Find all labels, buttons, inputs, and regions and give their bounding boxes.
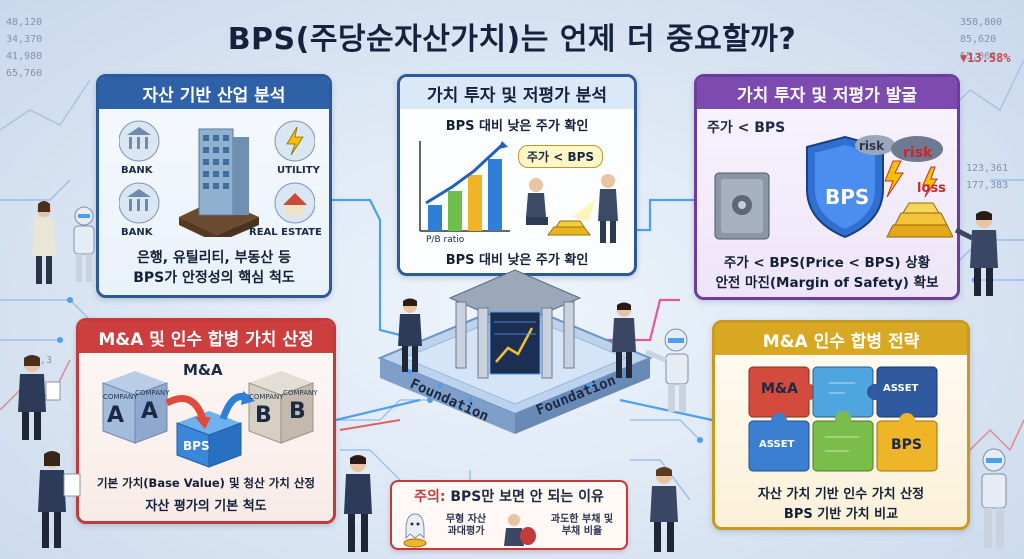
ma-illustration: [102, 371, 314, 468]
pb-ratio-chart: [419, 141, 510, 232]
label-bank-1: BANK: [121, 165, 153, 176]
card-line-1: 주가 < BPS(Price < BPS) 상황: [723, 255, 931, 271]
asset-industry-illustration: [119, 120, 315, 237]
company-a-letter-1: A: [107, 403, 125, 428]
company-tag-a1: COMPANY: [103, 393, 138, 401]
value-discovery-illustration: [714, 135, 953, 240]
puzzle-asset-1: ASSET: [883, 383, 919, 394]
card-heading: 가치 투자 및 저평가 발굴: [697, 77, 957, 109]
puzzle-illustration: [748, 366, 938, 472]
axis-label: P/B ratio: [426, 235, 465, 245]
card-line-2: BPS가 안정성의 핵심 척도: [133, 270, 295, 286]
risk-label-1: risk: [859, 139, 885, 153]
company-b-letter-2: B: [289, 399, 306, 424]
robot-right-bottom: [981, 448, 1007, 548]
card-asset-industry: 자산 기반 산업 분석: [96, 74, 332, 298]
robot-right-middle: [645, 328, 689, 412]
company-tag-a2: COMPANY: [135, 389, 170, 397]
card-heading: M&A 및 인수 합병 가치 산정: [79, 321, 333, 353]
caution-title: 주의: BPS만 보면 안 되는 이유: [392, 486, 626, 506]
ma-label: M&A: [183, 361, 223, 379]
person-bottom-left: [344, 455, 372, 552]
puzzle-ma: M&A: [761, 381, 798, 397]
ticker-right: 358,800 85,620 55,060: [960, 17, 1003, 62]
person-left-middle: [18, 355, 61, 440]
card-value-discovery: 가치 투자 및 저평가 발굴 주가 < BPS BPS risk risk lo…: [694, 74, 960, 300]
caution-box: 주의: BPS만 보면 안 되는 이유 무형 자산 과대평가 과도한 부채 및 …: [390, 480, 628, 550]
people-finding-gold: [526, 174, 618, 243]
card-heading: 가치 투자 및 저평가 분석: [400, 77, 634, 109]
person-bottom-right: [650, 467, 678, 552]
caution-text: BPS만 보면 안 되는 이유: [450, 489, 604, 505]
company-a-letter-2: A: [141, 399, 159, 424]
risk-label-2: risk: [903, 145, 933, 161]
bottom-caption: BPS 대비 낮은 주가 확인: [445, 253, 589, 268]
card-line-2: 안전 마진(Margin of Safety) 확보: [715, 275, 939, 291]
card-heading: 자산 기반 산업 분석: [99, 77, 329, 109]
puzzle-bps: BPS: [891, 437, 923, 453]
ticker-right-pct: ▼13.58%: [960, 51, 1011, 65]
ghost-coins-icon: [403, 513, 427, 548]
shield-bps: BPS: [825, 185, 870, 209]
card-line-1: 자산 가치 기반 인수 가치 산정: [757, 487, 925, 502]
label-utility: UTILITY: [277, 165, 320, 176]
caution-item-2: 과도한 부채 및 부채 비율: [550, 514, 614, 537]
debt-burden-icon: [504, 514, 536, 546]
ticker-left-low: 95,3: [28, 355, 53, 366]
person-center-left: [398, 298, 422, 372]
loss-label: loss: [917, 181, 946, 196]
card-line-1: 기본 가치(Base Value) 및 청산 가치 산정: [96, 476, 316, 490]
company-b-letter-1: B: [255, 403, 272, 428]
person-left-bottom: [38, 451, 81, 548]
people-robot-left-top: [32, 201, 95, 284]
person-right-top: [954, 211, 998, 296]
card-line-2: 자산 평가의 기본 척도: [145, 499, 267, 514]
caution-prefix: 주의:: [414, 489, 446, 505]
ticker-left: 48,120 34,370 41,980 65,760: [6, 17, 43, 79]
label-bank-2: BANK: [121, 227, 153, 238]
card-value-analysis: 가치 투자 및 저평가 분석 BPS 대비 낮은 주가 확인 P/B ratio…: [397, 74, 637, 276]
company-tag-b1: COMPANY: [249, 393, 284, 401]
company-tag-b2: COMPANY: [283, 389, 318, 397]
card-ma-strategy: M&A 인수 합병 전략 M&A ASSET ASSET BPS 자산 가치 기…: [712, 320, 970, 530]
bubble-price-lt-bps: 주가 < BPS: [518, 145, 604, 168]
card-ma-valuation: M&A 및 인수 합병 가치 산정 M&A COMPANY COMPANY A …: [76, 318, 336, 524]
top-caption: BPS 대비 낮은 주가 확인: [445, 119, 589, 134]
caution-item-1: 무형 자산 과대평가: [445, 514, 487, 537]
label-real-estate: REAL ESTATE: [249, 227, 322, 238]
person-center-right: [612, 302, 636, 378]
puzzle-asset-2: ASSET: [759, 439, 795, 450]
ticker-right-low: 123,361 177,383: [966, 163, 1009, 191]
bps-cube-label: BPS: [183, 439, 210, 453]
card-line-1: 은행, 유틸리티, 부동산 등: [136, 250, 292, 266]
card-heading: M&A 인수 합병 전략: [715, 323, 967, 355]
price-lt-bps: 주가 < BPS: [707, 120, 786, 136]
card-line-2: BPS 기반 가치 비교: [783, 507, 899, 522]
page-title: BPS(주당순자산가치)는 언제 더 중요할까?: [227, 22, 797, 57]
